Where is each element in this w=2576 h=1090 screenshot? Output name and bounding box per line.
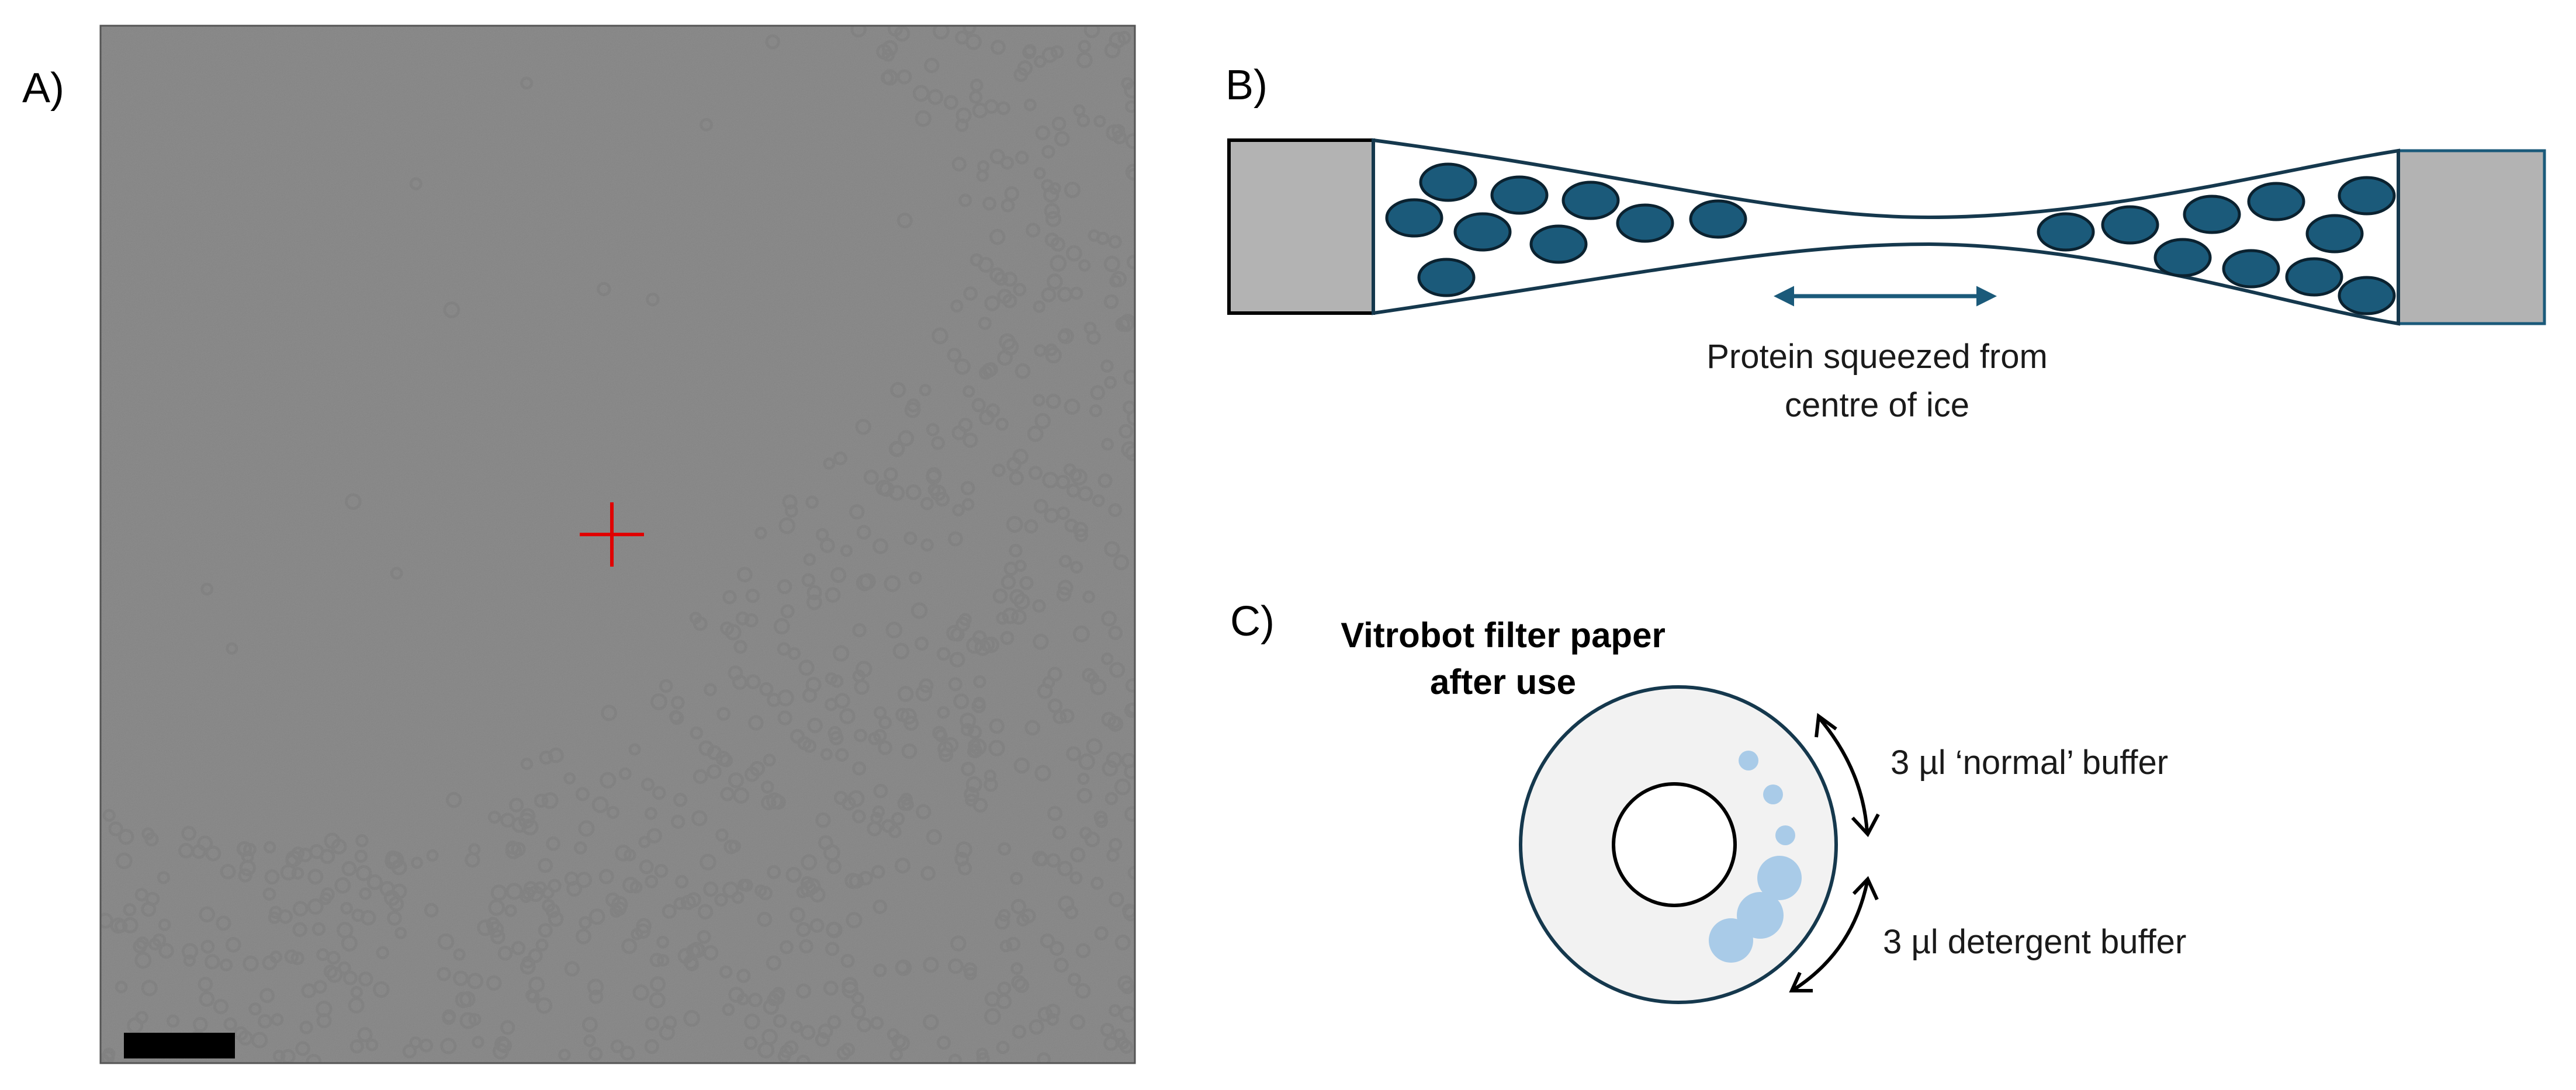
protein-particle xyxy=(2305,214,2364,254)
protein-particle xyxy=(2153,238,2212,277)
protein-particle xyxy=(2338,276,2396,315)
filter-paper-hole xyxy=(1612,782,1737,907)
panel-a-label: A) xyxy=(22,65,64,112)
protein-particle xyxy=(1689,199,1747,239)
buffer-droplets xyxy=(1709,751,1802,963)
protein-particle xyxy=(2285,257,2343,297)
protein-particle xyxy=(2101,205,2159,245)
protein-particle xyxy=(2183,195,2241,234)
droplet xyxy=(1739,751,1758,770)
filter-paper-title-line2: after use xyxy=(1430,662,1576,702)
right-support-block xyxy=(2397,149,2546,325)
protein-particle xyxy=(1529,224,1588,264)
scale-bar xyxy=(124,1033,235,1058)
squeeze-caption-line2: centre of ice xyxy=(1785,386,1969,424)
panel-c-label: C) xyxy=(1230,598,1275,645)
micrograph-frame xyxy=(99,25,1136,1064)
droplet xyxy=(1775,825,1795,845)
panel-b-label: B) xyxy=(1225,62,1268,109)
protein-particle xyxy=(1417,258,1476,297)
normal-buffer-arrow-icon xyxy=(1817,716,1869,833)
protein-particle xyxy=(1385,198,1443,238)
protein-particle xyxy=(1490,175,1549,215)
ice-layer xyxy=(1372,138,2400,326)
droplet xyxy=(1757,856,1802,900)
micrograph xyxy=(101,26,1135,1063)
protein-particle xyxy=(1419,162,1477,202)
protein-particle xyxy=(2338,176,2396,216)
detergent-buffer-arrow-icon xyxy=(1792,881,1869,992)
protein-particles xyxy=(1385,162,2396,315)
protein-particle xyxy=(1561,180,1620,220)
protein-particle xyxy=(2037,212,2095,252)
protein-particle xyxy=(1453,212,1512,252)
droplet xyxy=(1763,784,1783,804)
normal-buffer-label: 3 µl ‘normal’ buffer xyxy=(1891,744,2168,782)
protein-particle xyxy=(2222,249,2280,289)
protein-particle xyxy=(1616,203,1674,243)
droplet xyxy=(1709,918,1753,963)
filter-paper-title-line1: Vitrobot filter paper xyxy=(1341,616,1666,655)
detergent-buffer-label: 3 µl detergent buffer xyxy=(1883,923,2186,961)
left-support-block xyxy=(1227,138,1375,315)
crosshair-icon xyxy=(580,502,644,567)
squeeze-caption-line1: Protein squeezed from xyxy=(1706,338,2048,376)
protein-particle xyxy=(2247,182,2305,221)
